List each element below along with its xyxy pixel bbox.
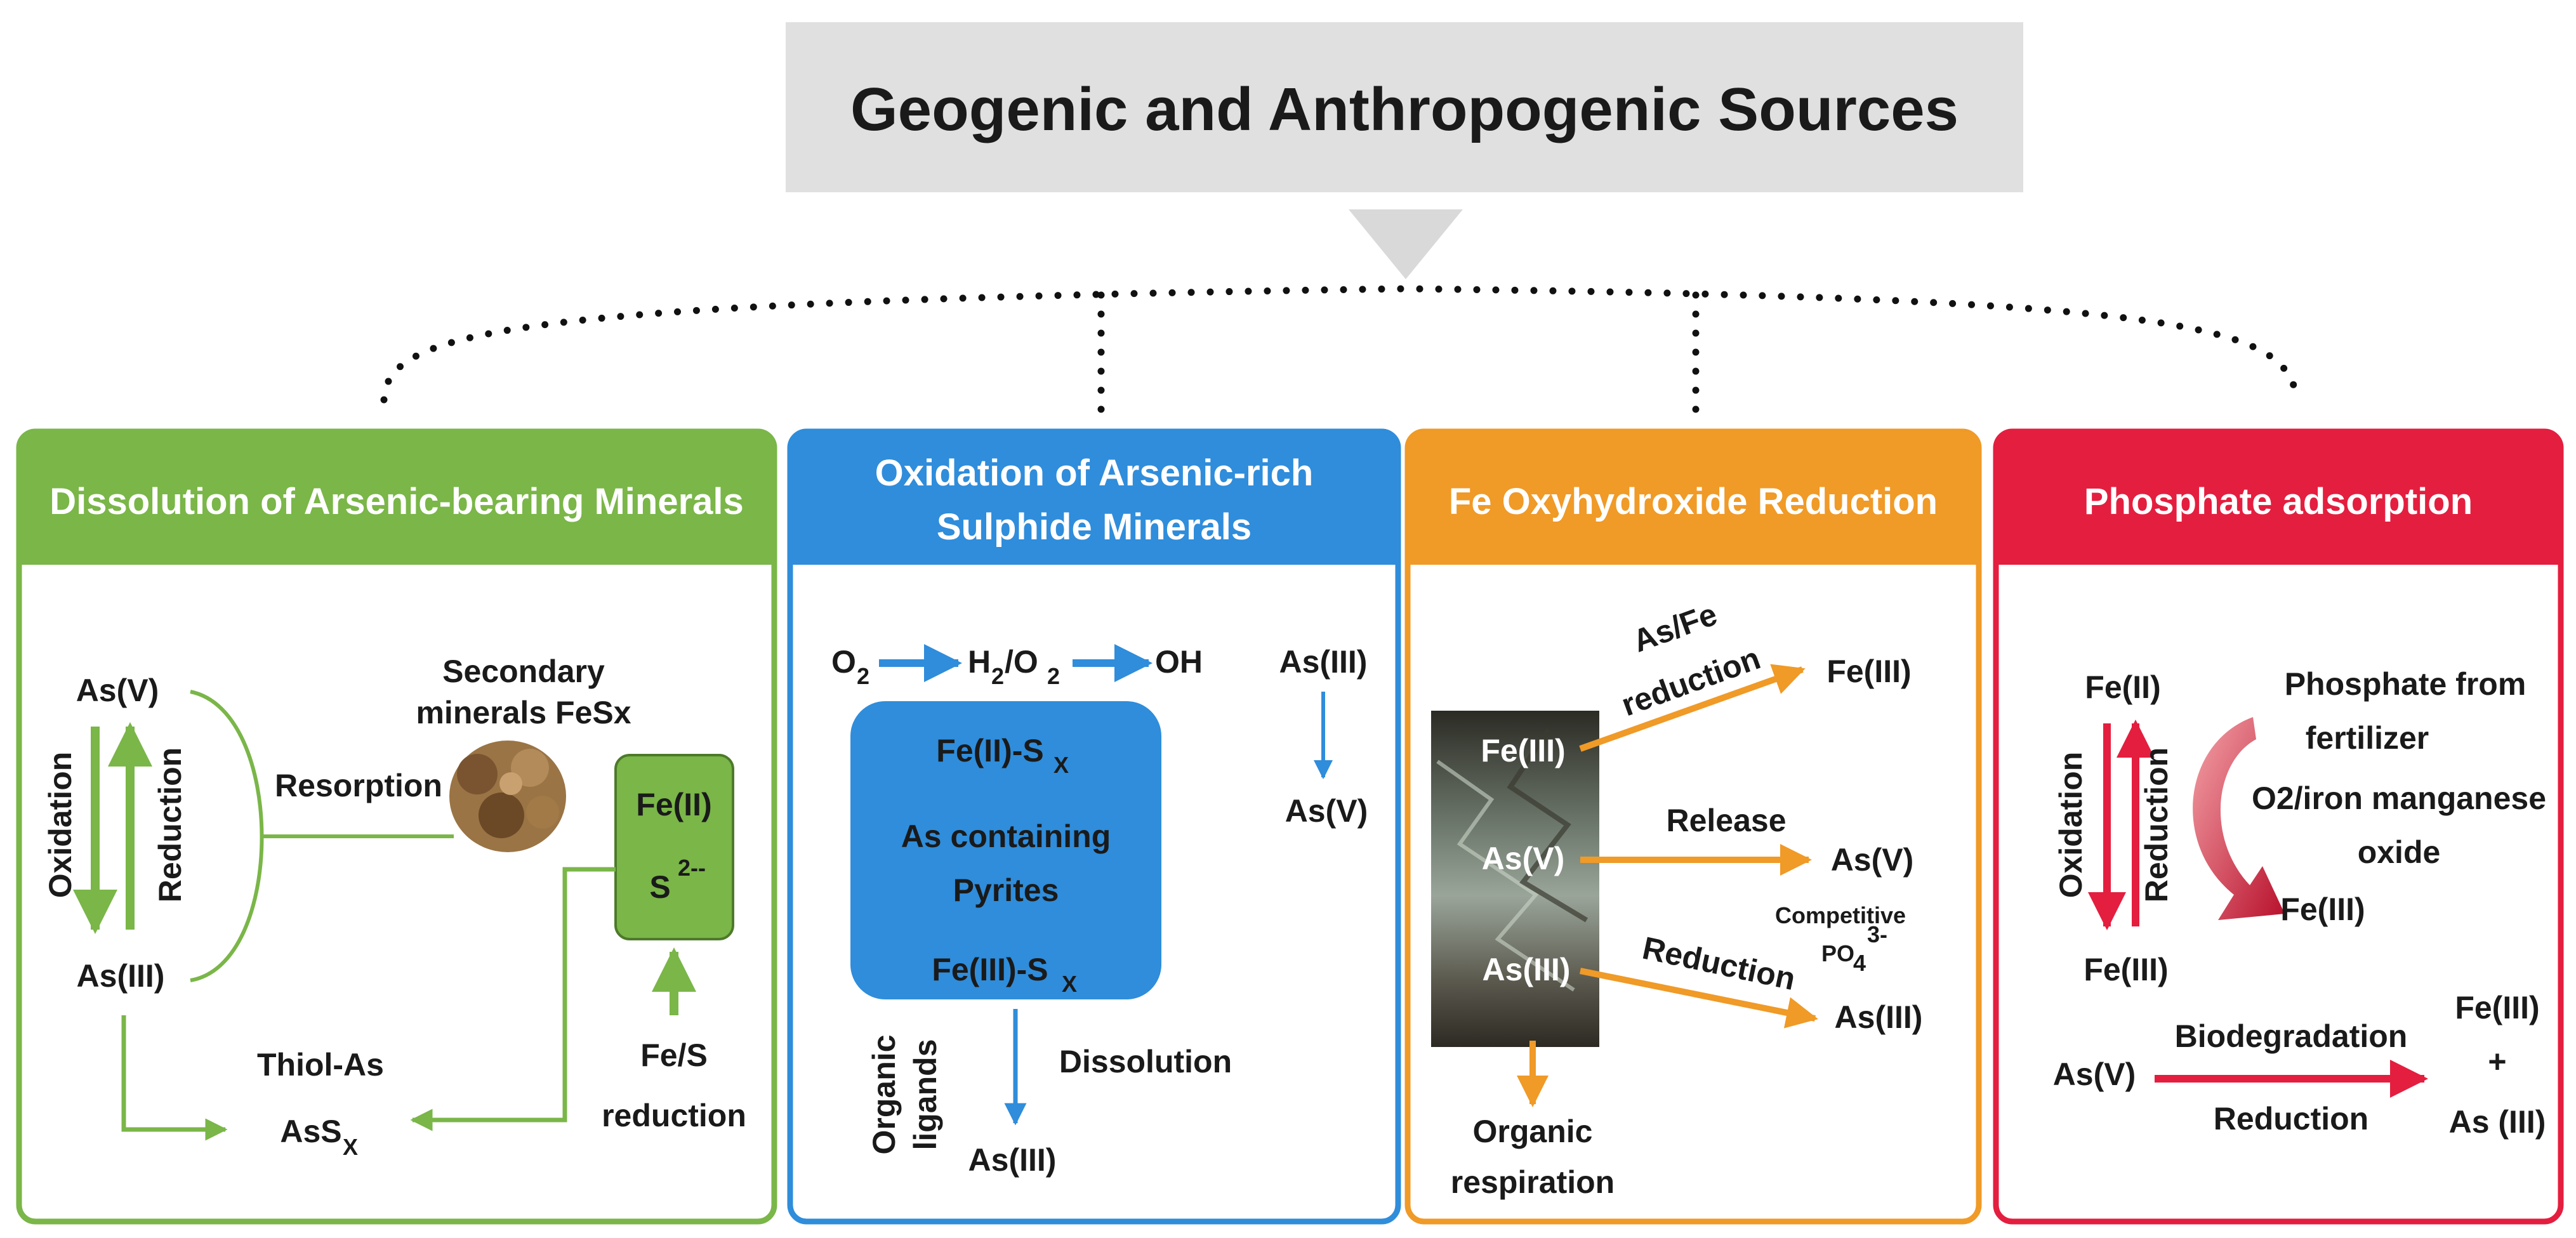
ox-o2: O xyxy=(831,644,856,680)
dis-secondary-line1: Secondary xyxy=(442,654,605,689)
dis-fe-ii: Fe(II) xyxy=(636,787,711,822)
ph-reduction-label: Reduction xyxy=(2139,747,2174,902)
ox-dissolution-label: Dissolution xyxy=(1059,1044,1232,1079)
fe-as-iii-out: As(III) xyxy=(1835,999,1923,1035)
title-text: Geogenic and Anthropogenic Sources xyxy=(850,76,1958,143)
panel-phosphate: Phosphate adsorption Fe(II) Oxidation Re… xyxy=(1993,428,2564,1225)
ox-fe-ii-s: Fe(II)-S xyxy=(936,733,1043,768)
dis-s2-sup: 2-- xyxy=(678,855,706,881)
dis-resorption-label: Resorption xyxy=(275,768,442,803)
ph-phos-line4: oxide xyxy=(2358,834,2441,870)
fe-organic-line1: Organic xyxy=(1473,1114,1593,1149)
ox-ligands-label: ligands xyxy=(908,1039,943,1150)
fe-to-fe-iii-arrow xyxy=(1579,664,1806,752)
fe-reduction-header-text: Fe Oxyhydroxide Reduction xyxy=(1449,481,1938,522)
fe-po4-sub: 4 xyxy=(1853,950,1866,976)
oxidation-header-line2: Sulphide Minerals xyxy=(937,506,1252,548)
ox-organic-label: Organic xyxy=(866,1035,902,1155)
dis-reduction-label: Reduction xyxy=(152,747,188,902)
title-group: Geogenic and Anthropogenic Sources xyxy=(786,22,2023,279)
dis-oxidation-label: Oxidation xyxy=(43,752,78,899)
fesx-mineral-image xyxy=(449,741,566,852)
ph-biodegradation-label: Biodegradation xyxy=(2175,1018,2408,1054)
fe-release-label: Release xyxy=(1666,803,1786,838)
ph-oxidation-label: Oxidation xyxy=(2053,752,2089,899)
dis-secondary-line2: minerals FeSx xyxy=(416,695,631,730)
ox-oh: OH xyxy=(1155,644,1203,680)
dis-fes-to-ass-line xyxy=(410,867,616,1131)
fe-oxyhydroxide-rock-image xyxy=(1431,711,1599,1047)
dis-as-iii: As(III) xyxy=(77,958,165,994)
ox-pyrite-line2: Pyrites xyxy=(953,873,1059,908)
ox-as-v: As(V) xyxy=(1285,793,1368,829)
fe-fe-iii-in: Fe(III) xyxy=(1481,733,1565,768)
dis-fes-line2: reduction xyxy=(602,1098,746,1133)
fe-reduction-arrow xyxy=(1580,968,1818,1029)
ox-o2-sub: 2 xyxy=(857,663,869,689)
title-down-arrow xyxy=(1349,209,1463,279)
ph-fe-iii-mid: Fe(III) xyxy=(2280,892,2365,927)
phosphate-header-text: Phosphate adsorption xyxy=(2084,481,2473,522)
ox-fe-iii-s-sub: X xyxy=(1062,971,1077,997)
dotted-connectors xyxy=(380,285,2301,426)
panel-dissolution: Dissolution of Arsenic-bearing Minerals … xyxy=(16,428,777,1225)
panel-phosphate-header-fill xyxy=(1996,508,2561,565)
ox-as-iii-top: As(III) xyxy=(1279,644,1368,680)
dissolution-header-text: Dissolution of Arsenic-bearing Minerals xyxy=(50,481,744,522)
fe-po4-sup: 3- xyxy=(1867,921,1887,947)
dis-ass: AsS xyxy=(280,1114,341,1149)
ph-reduction-2-label: Reduction xyxy=(2214,1101,2368,1136)
dis-thiol: Thiol-As xyxy=(257,1047,384,1083)
dis-fes-line1: Fe/S xyxy=(640,1037,708,1073)
ox-pyrite-box xyxy=(850,701,1161,999)
ph-plus: + xyxy=(2488,1044,2506,1079)
dis-s2: S xyxy=(649,869,670,905)
ph-as-iii-right: As (III) xyxy=(2449,1104,2546,1140)
ph-swoosh-arrow xyxy=(2193,717,2285,920)
panel-fe-reduction-header-fill xyxy=(1408,508,1979,565)
ph-fe-ii: Fe(II) xyxy=(2085,669,2160,705)
dis-fe-s-box xyxy=(614,754,734,940)
ph-as-v: As(V) xyxy=(2053,1057,2136,1092)
fe-organic-line2: respiration xyxy=(1451,1164,1615,1200)
title-box xyxy=(786,22,2023,192)
fe-as-v-in: As(V) xyxy=(1482,841,1565,876)
ox-h2: H xyxy=(968,644,991,680)
dis-asiii-to-ass-line xyxy=(121,1015,228,1141)
ox-fe-iii-s: Fe(III)-S xyxy=(932,952,1048,987)
fe-fe-iii-out: Fe(III) xyxy=(1826,654,1911,689)
ox-fe-ii-s-sub: X xyxy=(1054,752,1069,778)
panel-oxidation-header-fill xyxy=(790,508,1398,565)
ox-pyrite-line1: As containing xyxy=(901,819,1111,854)
ph-phos-line1: Phosphate from xyxy=(2285,666,2526,702)
ph-fe-iii-right: Fe(III) xyxy=(2455,990,2539,1025)
ph-phos-line3: O2/iron manganese xyxy=(2252,780,2546,816)
fe-po4: PO xyxy=(1821,940,1854,966)
ox-h2-sub: 2 xyxy=(991,663,1004,689)
fe-as-iii-in: As(III) xyxy=(1483,952,1571,987)
panel-dissolution-header-fill xyxy=(19,508,774,565)
connector-arc xyxy=(380,285,2301,404)
ox-slash-o2-sub: 2 xyxy=(1047,663,1060,689)
fe-as-v-out: As(V) xyxy=(1831,842,1914,878)
oxidation-header-line1: Oxidation of Arsenic-rich xyxy=(875,452,1314,494)
panel-oxidation: Oxidation of Arsenic-rich Sulphide Miner… xyxy=(787,428,1401,1225)
ox-slash-o2: /O xyxy=(1005,644,1038,680)
ox-as-iii-bottom: As(III) xyxy=(968,1142,1057,1178)
ph-phos-line2: fertilizer xyxy=(2306,720,2429,756)
ph-fe-iii-left: Fe(III) xyxy=(2084,952,2168,987)
dis-as-v: As(V) xyxy=(76,673,159,708)
panel-fe-reduction: Fe Oxyhydroxide Reduction Fe(III) As(V) … xyxy=(1404,428,1982,1225)
dis-ass-sub: X xyxy=(343,1134,358,1160)
fe-competitive: Competitive xyxy=(1775,902,1906,928)
